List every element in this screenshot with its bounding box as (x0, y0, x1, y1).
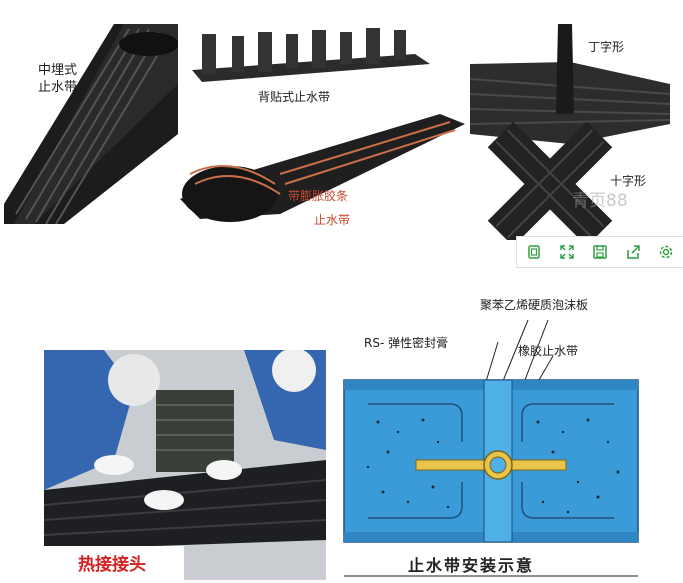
cross-shape-label: 十字形 (610, 174, 647, 188)
embedded-waterstop-label-line1: 中埋式 (38, 63, 78, 78)
watermark-text: 青页88 (572, 191, 628, 211)
swelling-waterstop-label: 带膨胀胶条 止水带 (288, 184, 350, 232)
swelling-waterstop-label-line1: 带膨胀胶条 (288, 189, 349, 203)
settings-button[interactable] (656, 242, 676, 262)
rubber-waterstop-label: 橡胶止水带 (518, 344, 579, 358)
embedded-waterstop-image (4, 24, 178, 224)
image-toolbar (516, 236, 683, 268)
back-mounted-waterstop-photo: 背贴式止水带 带膨胀胶条 止水带 (180, 24, 470, 240)
expand-icon (560, 245, 574, 259)
hot-splice-caption: 热接接头 (78, 555, 146, 575)
embedded-waterstop-label-line2: 止水带 (38, 80, 78, 95)
copy-button[interactable] (524, 242, 544, 262)
share-icon (627, 245, 640, 259)
settings-icon (660, 245, 673, 259)
copy-icon (527, 245, 540, 259)
t-and-cross-waterstop-photo: 丁字形 十字形 青页88 (470, 24, 682, 240)
installation-diagram: 聚苯乙烯硬质泡沫板 RS- 弹性密封膏 橡胶止水带 止水带安装示意 (338, 292, 642, 580)
expand-button[interactable] (557, 242, 577, 262)
t-shape-label: 丁字形 (588, 40, 625, 54)
save-icon (593, 245, 607, 259)
save-button[interactable] (590, 242, 610, 262)
installation-diagram-caption: 止水带安装示意 (408, 556, 535, 575)
embedded-waterstop-label: 中埋式 止水带 (38, 62, 77, 96)
swelling-waterstop-label-line2: 止水带 (314, 213, 351, 227)
share-button[interactable] (623, 242, 643, 262)
foam-board-label: 聚苯乙烯硬质泡沫板 (480, 298, 589, 312)
t-and-cross-waterstop-image (470, 24, 682, 240)
hot-splice-image (44, 350, 326, 580)
back-mounted-waterstop-image (180, 24, 470, 240)
embedded-waterstop-photo: 中埋式 止水带 (4, 24, 178, 224)
installation-diagram-image (338, 292, 642, 580)
hot-splice-photo: 热接接头 (44, 350, 326, 580)
back-mounted-waterstop-label: 背贴式止水带 (258, 90, 331, 104)
sealant-label: RS- 弹性密封膏 (364, 336, 449, 350)
